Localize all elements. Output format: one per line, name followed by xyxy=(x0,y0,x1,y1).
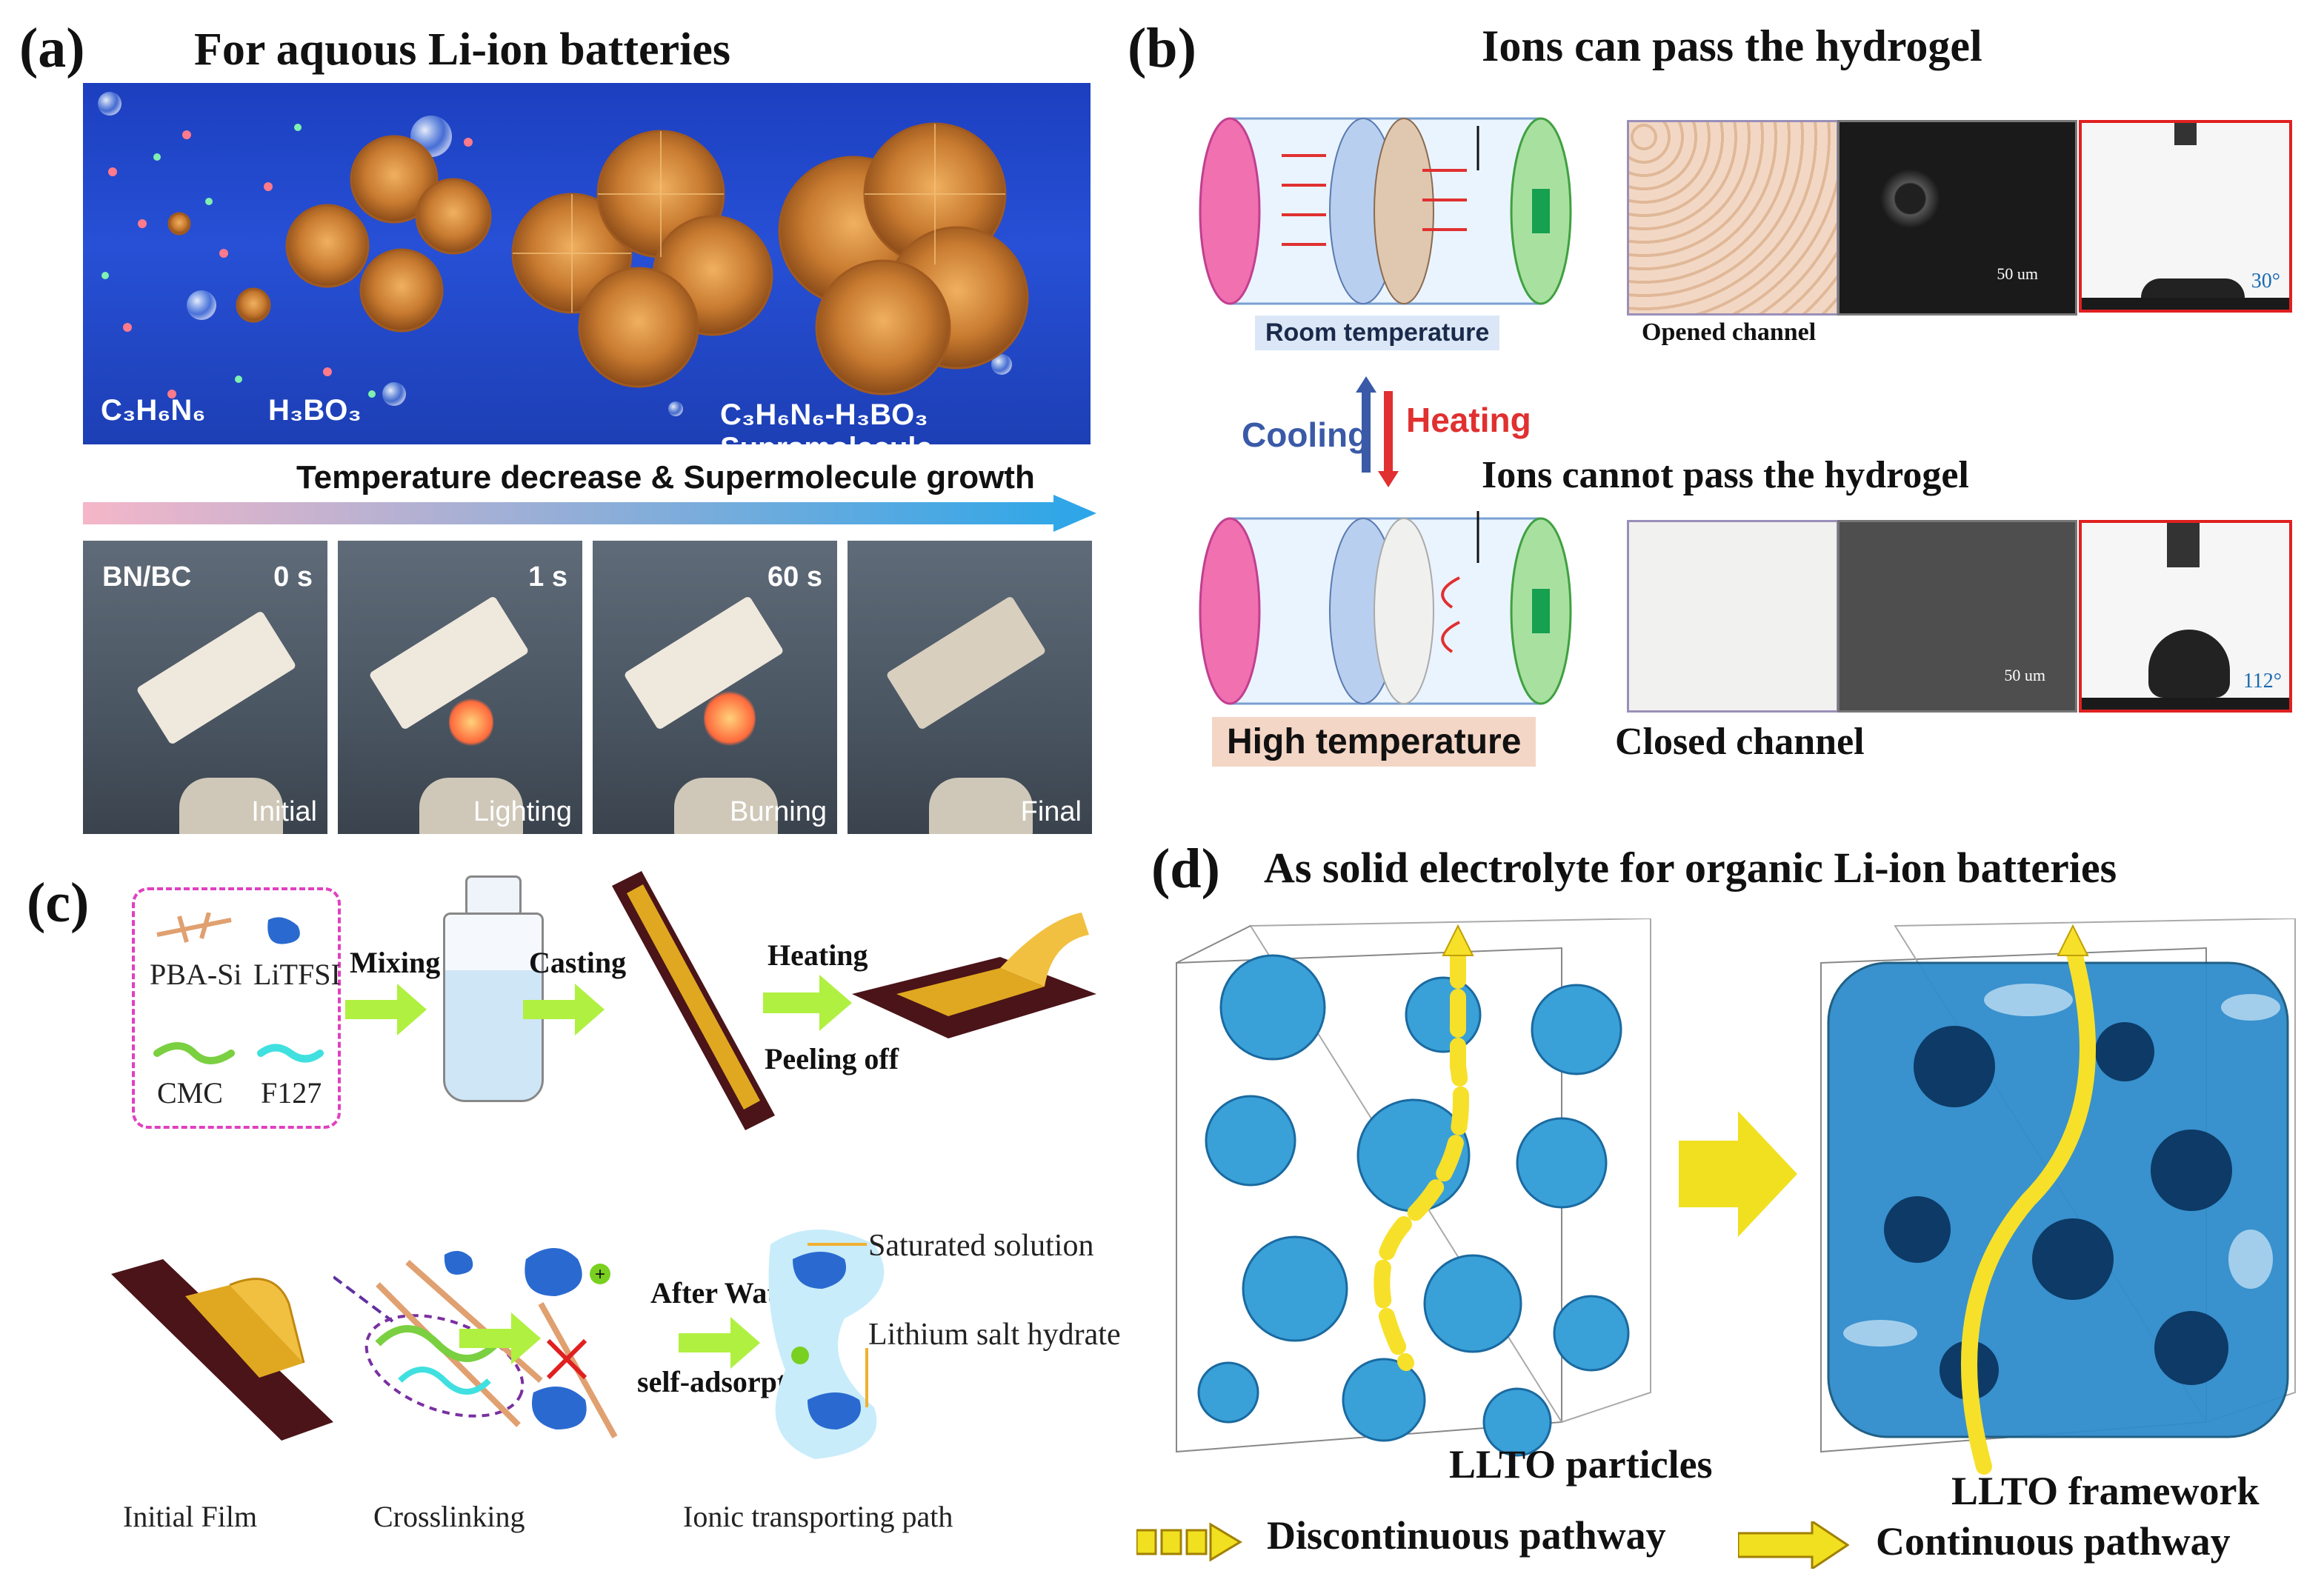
llto-framework-cube xyxy=(1820,918,2296,1475)
photo-burning-caption: Burning xyxy=(730,796,827,827)
opened-channel-schematic xyxy=(1627,120,1839,316)
photo-initial: BN/BC 0 s Initial xyxy=(83,541,327,834)
photo-burning-time: 60 s xyxy=(768,561,822,593)
materials-icons xyxy=(153,913,324,1064)
crosslinking-graphic xyxy=(333,1250,543,1427)
supramolecule-growth-illustration: C₃H₆N₆ H₃BO₃ C₃H₆N₆-H₃BO₃ Supramolecule xyxy=(83,83,1091,444)
cast-film-graphic xyxy=(612,871,775,1130)
material-cmc: CMC xyxy=(157,1076,223,1110)
closed-channel-schematic xyxy=(1627,520,1839,713)
cooling-heating-arrows xyxy=(1356,376,1399,487)
panel-a-label: (a) xyxy=(19,17,85,79)
llto-particles-cube xyxy=(1176,918,1651,1457)
panel-d-title: As solid electrolyte for organic Li-ion … xyxy=(1264,844,2117,892)
llto-particles-label: LLTO particles xyxy=(1449,1442,1713,1487)
high-temperature-label: High temperature xyxy=(1227,722,1522,761)
ionic-transport-label: Ionic transporting path xyxy=(683,1500,953,1533)
legend-c3h6n6: C₃H₆N₆ xyxy=(101,394,206,427)
photo-final-caption: Final xyxy=(1020,796,1082,827)
photo-lighting-caption: Lighting xyxy=(473,796,572,827)
panel-b-label: (b) xyxy=(1128,17,1196,79)
photo-initial-time: 0 s xyxy=(273,561,313,593)
material-litfsi: LiTFSI xyxy=(253,958,341,991)
peeling-label: Peeling off xyxy=(765,1042,899,1075)
legend-supramolecule: C₃H₆N₆-H₃BO₃ Supramolecule xyxy=(720,398,933,444)
salt-release-graphic: + xyxy=(525,1248,618,1438)
urchin-particles-graphic xyxy=(98,92,1029,416)
llto-framework-label: LLTO framework xyxy=(1951,1469,2260,1513)
photo-lighting-time: 1 s xyxy=(528,561,567,593)
hydrogel-cylinder-closed xyxy=(1199,511,1572,705)
angle-bottom: 112° xyxy=(2243,670,2282,693)
panel-c-label: (c) xyxy=(27,872,90,934)
room-temperature-box: Room temperature xyxy=(1255,316,1500,350)
opened-channel-label: Opened channel xyxy=(1642,318,1817,346)
lithium-salt-hydrate-label: Lithium salt hydrate xyxy=(868,1318,1121,1352)
panel-b-bottom-title: Ions cannot pass the hydrogel xyxy=(1482,454,1969,496)
c-heating-label: Heating xyxy=(768,938,868,972)
high-temperature-box: High temperature xyxy=(1212,717,1536,767)
discontinuous-pathway-icon xyxy=(1136,1522,1242,1562)
continuous-pathway-icon xyxy=(1738,1521,1849,1569)
crosslinking-label: Crosslinking xyxy=(373,1500,525,1533)
temperature-gradient-arrow xyxy=(83,495,1096,532)
opened-channel-sem: 50 um xyxy=(1837,120,2077,316)
scale-top: 50 um xyxy=(1997,264,2038,283)
hydrogel-cylinder-open xyxy=(1199,117,1572,305)
svg-text:+: + xyxy=(595,1264,605,1284)
heating-arrow xyxy=(763,975,852,1031)
material-f127: F127 xyxy=(261,1076,322,1110)
photo-lighting: 1 s Lighting xyxy=(338,541,582,834)
saturated-solution-label: Saturated solution xyxy=(868,1229,1094,1263)
initial-film-label: Initial Film xyxy=(123,1500,258,1533)
crosslink-arrow xyxy=(459,1312,541,1364)
temperature-arrow-label: Temperature decrease & Supermolecule gro… xyxy=(296,459,1035,496)
materials-box: PBA-Si LiTFSI CMC F127 xyxy=(132,887,341,1129)
closed-channel-label: Closed channel xyxy=(1615,721,1865,763)
contact-angle-top: 30° xyxy=(2079,120,2292,313)
panel-b-top-title: Ions can pass the hydrogel xyxy=(1482,21,1982,70)
room-temperature-label: Room temperature xyxy=(1265,318,1490,347)
casting-label: Casting xyxy=(529,946,627,979)
closed-channel-sem: 50 um xyxy=(1837,520,2077,713)
self-adsorption-arrow xyxy=(679,1317,760,1369)
photo-burning: 60 s Burning xyxy=(593,541,837,834)
legend-h3bo3: H₃BO₃ xyxy=(268,394,362,427)
ionic-path-graphic xyxy=(768,1230,885,1459)
photo-initial-caption: Initial xyxy=(251,796,317,827)
mixing-label: Mixing xyxy=(350,946,441,979)
initial-film-graphic xyxy=(111,1259,333,1441)
angle-top: 30° xyxy=(2251,270,2280,293)
discontinuous-pathway-label: Discontinuous pathway xyxy=(1267,1513,1666,1558)
material-pba-si: PBA-Si xyxy=(150,958,242,991)
contact-angle-bottom: 112° xyxy=(2079,520,2292,713)
panel-d-label: (d) xyxy=(1151,838,1220,900)
peeled-film-graphic xyxy=(852,913,1096,1038)
casting-arrow xyxy=(523,984,605,1035)
cooling-label: Cooling xyxy=(1242,416,1369,454)
photo-initial-stamp-left: BN/BC xyxy=(102,561,192,593)
heating-label: Heating xyxy=(1406,401,1531,439)
scale-bottom: 50 um xyxy=(2004,666,2045,684)
panel-a-title: For aquous Li-ion batteries xyxy=(194,24,730,75)
transition-arrow xyxy=(1679,1111,1797,1237)
mixing-arrow xyxy=(345,984,427,1035)
continuous-pathway-label: Continuous pathway xyxy=(1876,1519,2231,1564)
photo-final: Final xyxy=(848,541,1092,834)
